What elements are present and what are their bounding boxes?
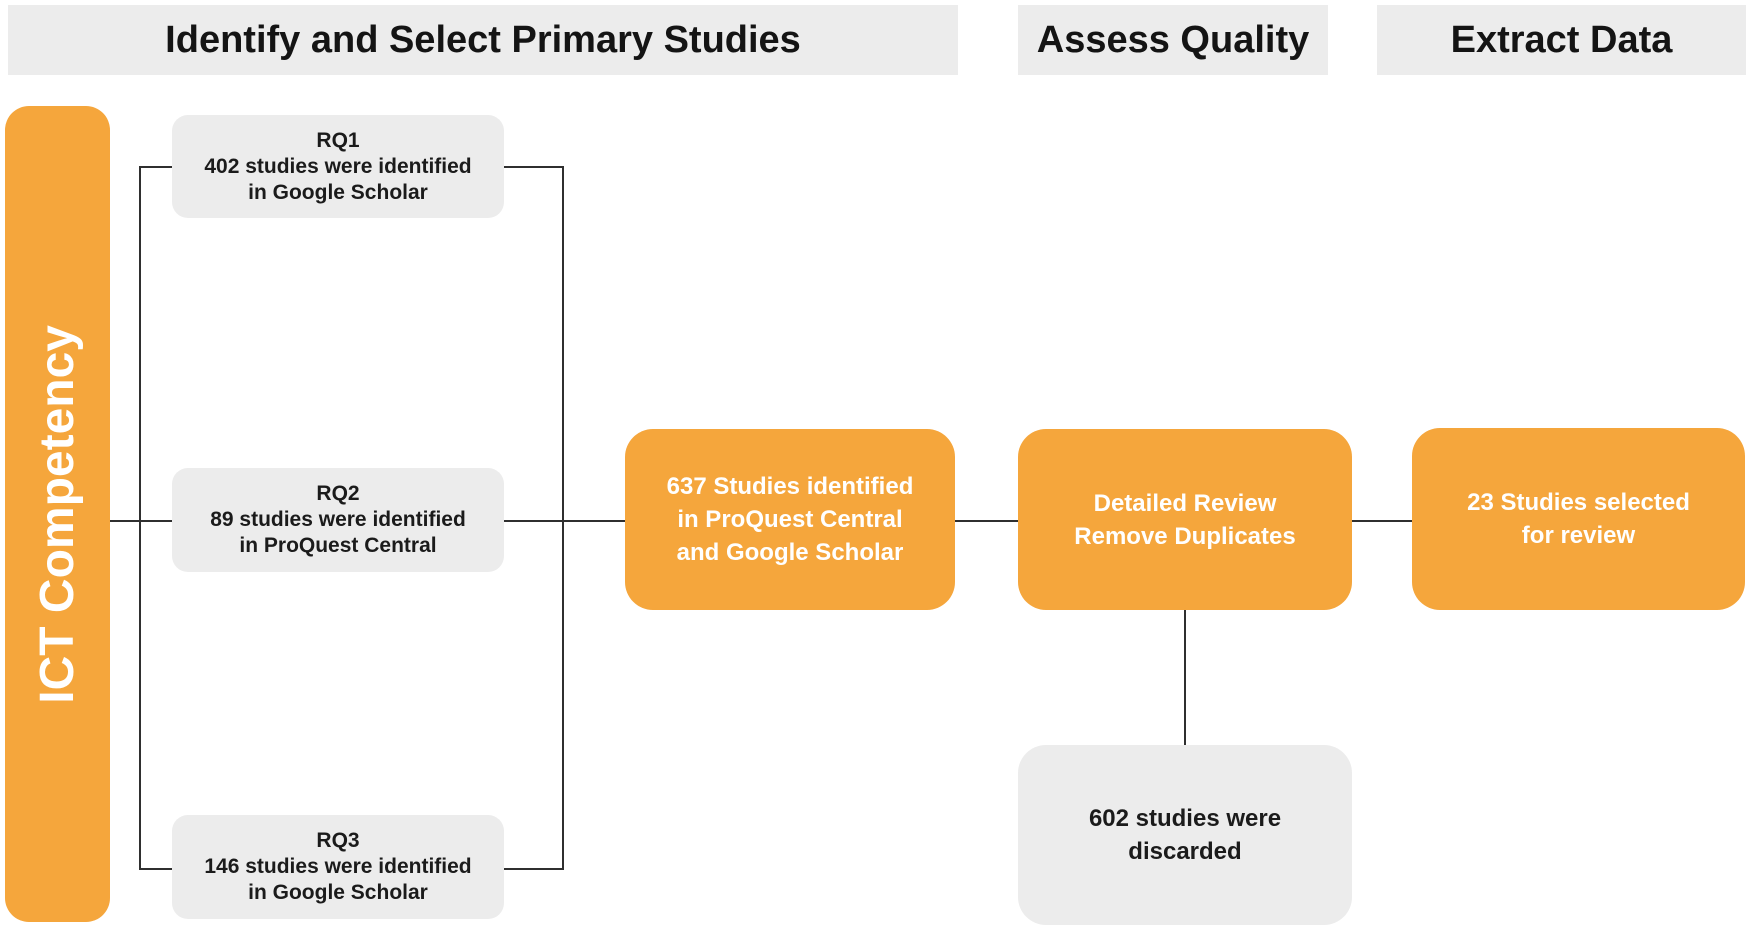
discarded-line1: 602 studies were (1088, 805, 1282, 832)
connector-rq2-to-identified (504, 520, 625, 522)
rq2-line3: in ProQuest Central (239, 534, 437, 557)
selected-line1: 23 Studies selected (1467, 489, 1690, 516)
rq3-line3: in Google Scholar (248, 881, 428, 904)
connector-rq3-right-stub (503, 868, 564, 870)
connector-review-to-discarded (1184, 610, 1186, 745)
rq2-title: RQ2 (316, 482, 360, 505)
discarded-line2: discarded (1128, 838, 1242, 865)
ict-competency-label: ICT Competency (31, 324, 84, 704)
connector-rq1-right-stub (503, 166, 564, 168)
rq1-line3: in Google Scholar (248, 180, 428, 204)
connector-right-bracket-vertical (562, 166, 564, 870)
identified-line3: and Google Scholar (676, 539, 904, 566)
connector-identified-to-review (955, 520, 1018, 522)
studies-selected-box: 23 Studies selected for review (1412, 428, 1745, 610)
phase-header-extract-data: Extract Data (1377, 5, 1746, 75)
rq2-line2: 89 studies were identified (210, 508, 466, 531)
detailed-review-box: Detailed Review Remove Duplicates (1018, 429, 1352, 610)
review-line2: Remove Duplicates (1074, 522, 1296, 550)
connector-left-bracket-vertical (139, 166, 141, 870)
rq1-box: RQ1 402 studies were identified in Googl… (172, 115, 504, 218)
phase-header-label: Identify and Select Primary Studies (165, 18, 801, 61)
rq2-box: RQ2 89 studies were identified in ProQue… (172, 468, 504, 572)
studies-discarded-box: 602 studies were discarded (1018, 745, 1352, 925)
phase-header-label: Assess Quality (1036, 18, 1310, 61)
ict-competency-sidebar: ICT Competency (5, 106, 110, 922)
connector-review-to-selected (1352, 520, 1412, 522)
rq3-line2: 146 studies were identified (204, 855, 472, 878)
phase-header-identify-select: Identify and Select Primary Studies (8, 5, 958, 75)
identified-line1: 637 Studies identified (666, 473, 914, 500)
rq1-title: RQ1 (316, 128, 360, 152)
phase-header-label: Extract Data (1450, 18, 1673, 61)
identified-line2: in ProQuest Central (677, 506, 903, 533)
rq1-line2: 402 studies were identified (204, 154, 472, 178)
studies-identified-box: 637 Studies identified in ProQuest Centr… (625, 429, 955, 610)
connector-rq3-left-stub (139, 868, 172, 870)
review-line1: Detailed Review (1093, 489, 1277, 517)
connector-rq1-left-stub (139, 166, 172, 168)
rq3-title: RQ3 (316, 829, 360, 852)
selected-line2: for review (1521, 522, 1636, 549)
phase-header-assess-quality: Assess Quality (1018, 5, 1328, 75)
connector-sidebar-to-rq2 (110, 520, 172, 522)
rq3-box: RQ3 146 studies were identified in Googl… (172, 815, 504, 919)
